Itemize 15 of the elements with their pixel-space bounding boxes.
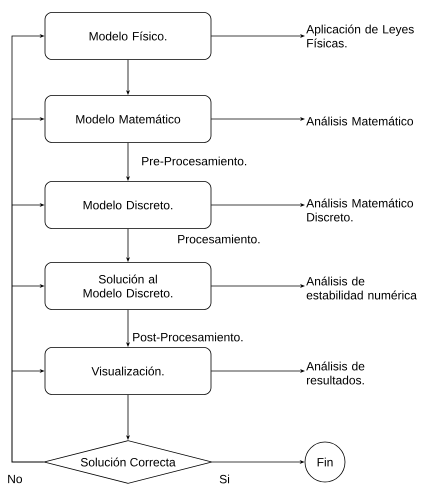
process-box: Modelo Discreto. xyxy=(44,181,212,229)
process-box: Visualización. xyxy=(44,347,212,395)
edge-label: Pre-Procesamiento. xyxy=(140,156,248,166)
result-text: Análisis de resultados. xyxy=(306,362,364,384)
branch-label: No xyxy=(8,474,22,484)
process-box: Modelo Matemático xyxy=(44,95,212,143)
result-text: Aplicación de Leyes Físicas. xyxy=(306,24,414,48)
edge-label: Procesamiento. xyxy=(176,234,262,244)
result-text: Análisis de estabilidad numérica xyxy=(306,276,417,300)
edge-label: Post-Procesamiento. xyxy=(131,332,245,342)
process-box: Modelo Físico. xyxy=(44,12,212,60)
edge-label: Si xyxy=(218,474,231,484)
process-box: Solución al Modelo Discreto. xyxy=(44,262,212,310)
result-text: Análisis Matemático Discreto. xyxy=(306,198,414,222)
result-text: Análisis Matemático xyxy=(306,116,414,126)
